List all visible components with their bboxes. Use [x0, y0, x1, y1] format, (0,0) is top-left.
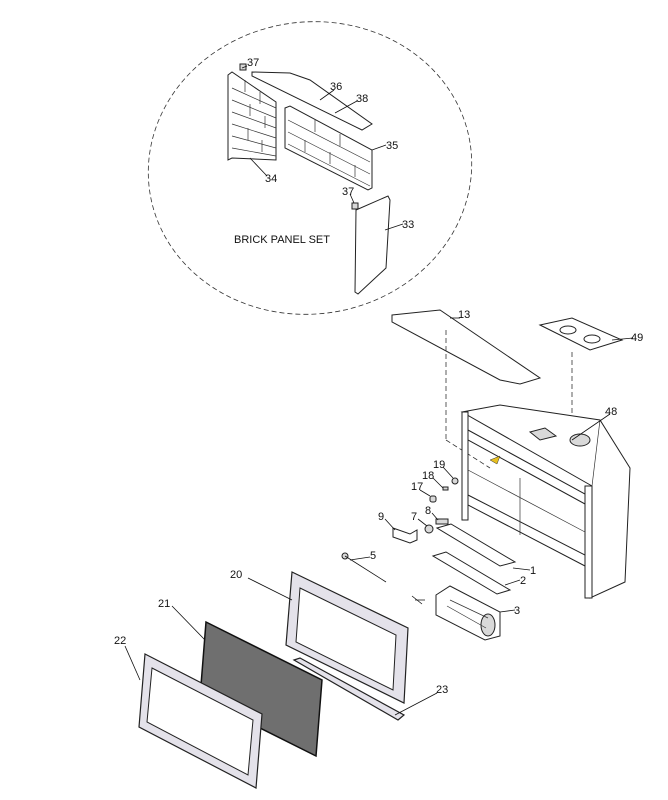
callout-37b: 37: [342, 186, 354, 198]
callout-36: 36: [330, 81, 342, 93]
callout-9: 9: [378, 511, 384, 523]
part-1-plate: [435, 523, 517, 567]
part-21-glass-panel: [199, 620, 323, 758]
part-17: [429, 495, 437, 503]
callout-23: 23: [436, 684, 448, 696]
callout-7: 7: [411, 511, 417, 523]
part-35-rear-brick-panel: [284, 105, 373, 191]
part-13-top-panel: [391, 309, 542, 385]
part-23-trim-bar: [292, 657, 406, 721]
brick-panel-set-boundary: [147, 21, 473, 315]
part-19: [451, 477, 459, 485]
callout-17: 17: [411, 481, 423, 493]
part-37-clip-top: [239, 63, 247, 71]
callout-18: 18: [422, 470, 434, 482]
callout-20: 20: [230, 569, 242, 581]
part-5-cord: [341, 552, 387, 583]
part-18: [442, 486, 449, 491]
callout-22: 22: [114, 635, 126, 647]
part-34-side-brick-panel: [227, 71, 277, 161]
callout-33: 33: [402, 219, 414, 231]
callout-35: 35: [386, 140, 398, 152]
callout-5: 5: [370, 550, 376, 562]
part-wire-harness: [411, 595, 425, 605]
part-37-clip-bottom: [351, 202, 359, 210]
part-7: [424, 524, 434, 534]
callout-37: 37: [247, 57, 259, 69]
part-3-blower: [435, 585, 501, 641]
part-20-surround-frame: [285, 571, 409, 704]
part-8: [435, 518, 449, 525]
part-36-top-baffle: [251, 71, 373, 131]
callout-34: 34: [265, 173, 277, 185]
callout-3: 3: [514, 605, 520, 617]
part-33-side-panel: [354, 195, 391, 295]
callout-1: 1: [530, 565, 536, 577]
callout-49: 49: [631, 332, 643, 344]
callout-13: 13: [458, 309, 470, 321]
marker-arrow: [489, 455, 501, 465]
part-49-collar-plate: [538, 317, 624, 351]
part-22-front-frame: [138, 653, 263, 789]
callout-48: 48: [605, 406, 617, 418]
callout-8: 8: [425, 505, 431, 517]
callout-19: 19: [433, 459, 445, 471]
callout-leaders: [124, 65, 634, 716]
callout-2: 2: [520, 575, 526, 587]
firebox-assembly: [460, 404, 631, 599]
callout-21: 21: [158, 598, 170, 610]
part-9-bracket: [392, 527, 418, 544]
brick-panel-set-title: BRICK PANEL SET: [234, 234, 330, 246]
part-2-gasket: [431, 551, 512, 595]
callout-38: 38: [356, 93, 368, 105]
